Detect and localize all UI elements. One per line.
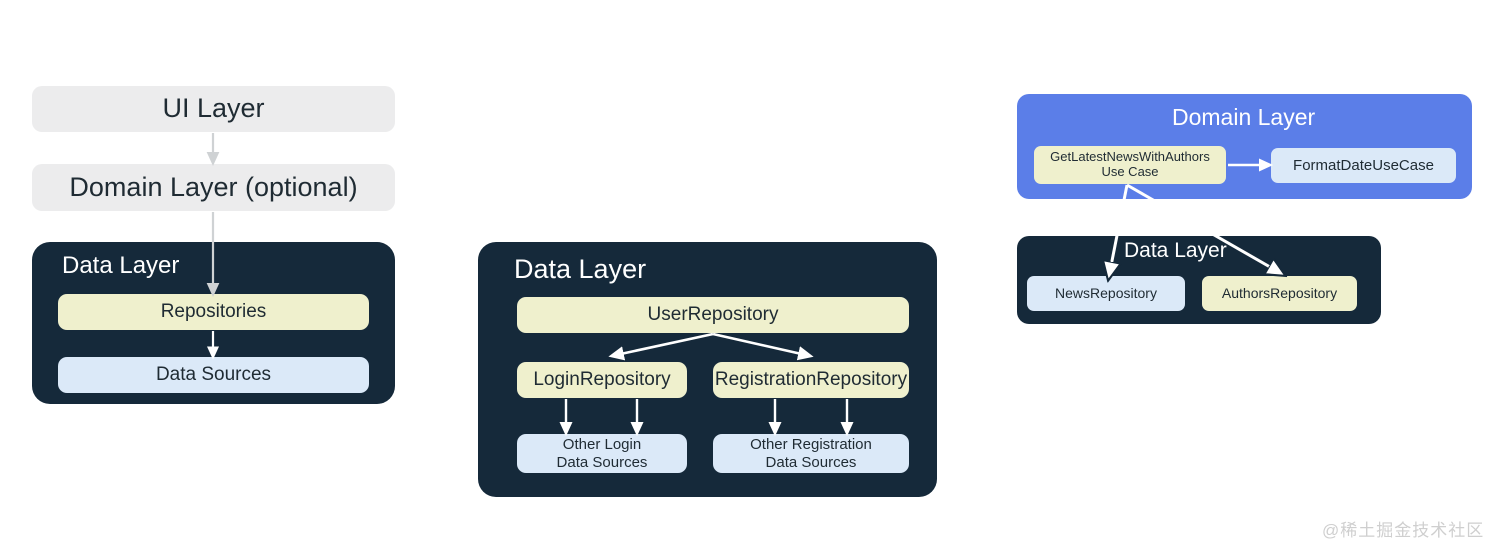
domain-layer-title-3: Domain Layer: [1172, 104, 1316, 130]
user-repository-box: UserRepository: [517, 297, 909, 333]
repositories-box: Repositories: [58, 294, 369, 330]
watermark-text: @稀土掘金技术社区: [1322, 521, 1485, 540]
login-repository-box: LoginRepository: [517, 362, 687, 398]
data-layer-title-2: Data Layer: [514, 254, 647, 284]
other-registration-line1: Other Registration: [750, 436, 872, 454]
get-latest-line2: Use Case: [1101, 164, 1159, 179]
ui-layer-box: UI Layer: [32, 86, 395, 132]
other-registration-data-sources-box: Other Registration Data Sources: [713, 434, 909, 473]
registration-repository-box: RegistrationRepository: [713, 362, 909, 398]
other-login-line2: Data Sources: [556, 453, 648, 471]
get-latest-news-with-authors-use-case-box: GetLatestNewsWithAuthors Use Case: [1034, 146, 1226, 184]
data-sources-box: Data Sources: [58, 357, 369, 393]
data-layer-title-1: Data Layer: [62, 252, 180, 279]
other-login-line1: Other Login: [562, 436, 642, 454]
domain-layer-optional-box: Domain Layer (optional): [32, 164, 395, 211]
other-login-data-sources-box: Other Login Data Sources: [517, 434, 687, 473]
news-repository-box: NewsRepository: [1027, 276, 1185, 311]
other-registration-line2: Data Sources: [765, 453, 857, 471]
format-date-use-case-box: FormatDateUseCase: [1271, 148, 1456, 183]
get-latest-line1: GetLatestNewsWithAuthors: [1050, 149, 1210, 165]
authors-repository-box: AuthorsRepository: [1202, 276, 1357, 311]
data-layer-title-3: Data Layer: [1124, 239, 1227, 262]
